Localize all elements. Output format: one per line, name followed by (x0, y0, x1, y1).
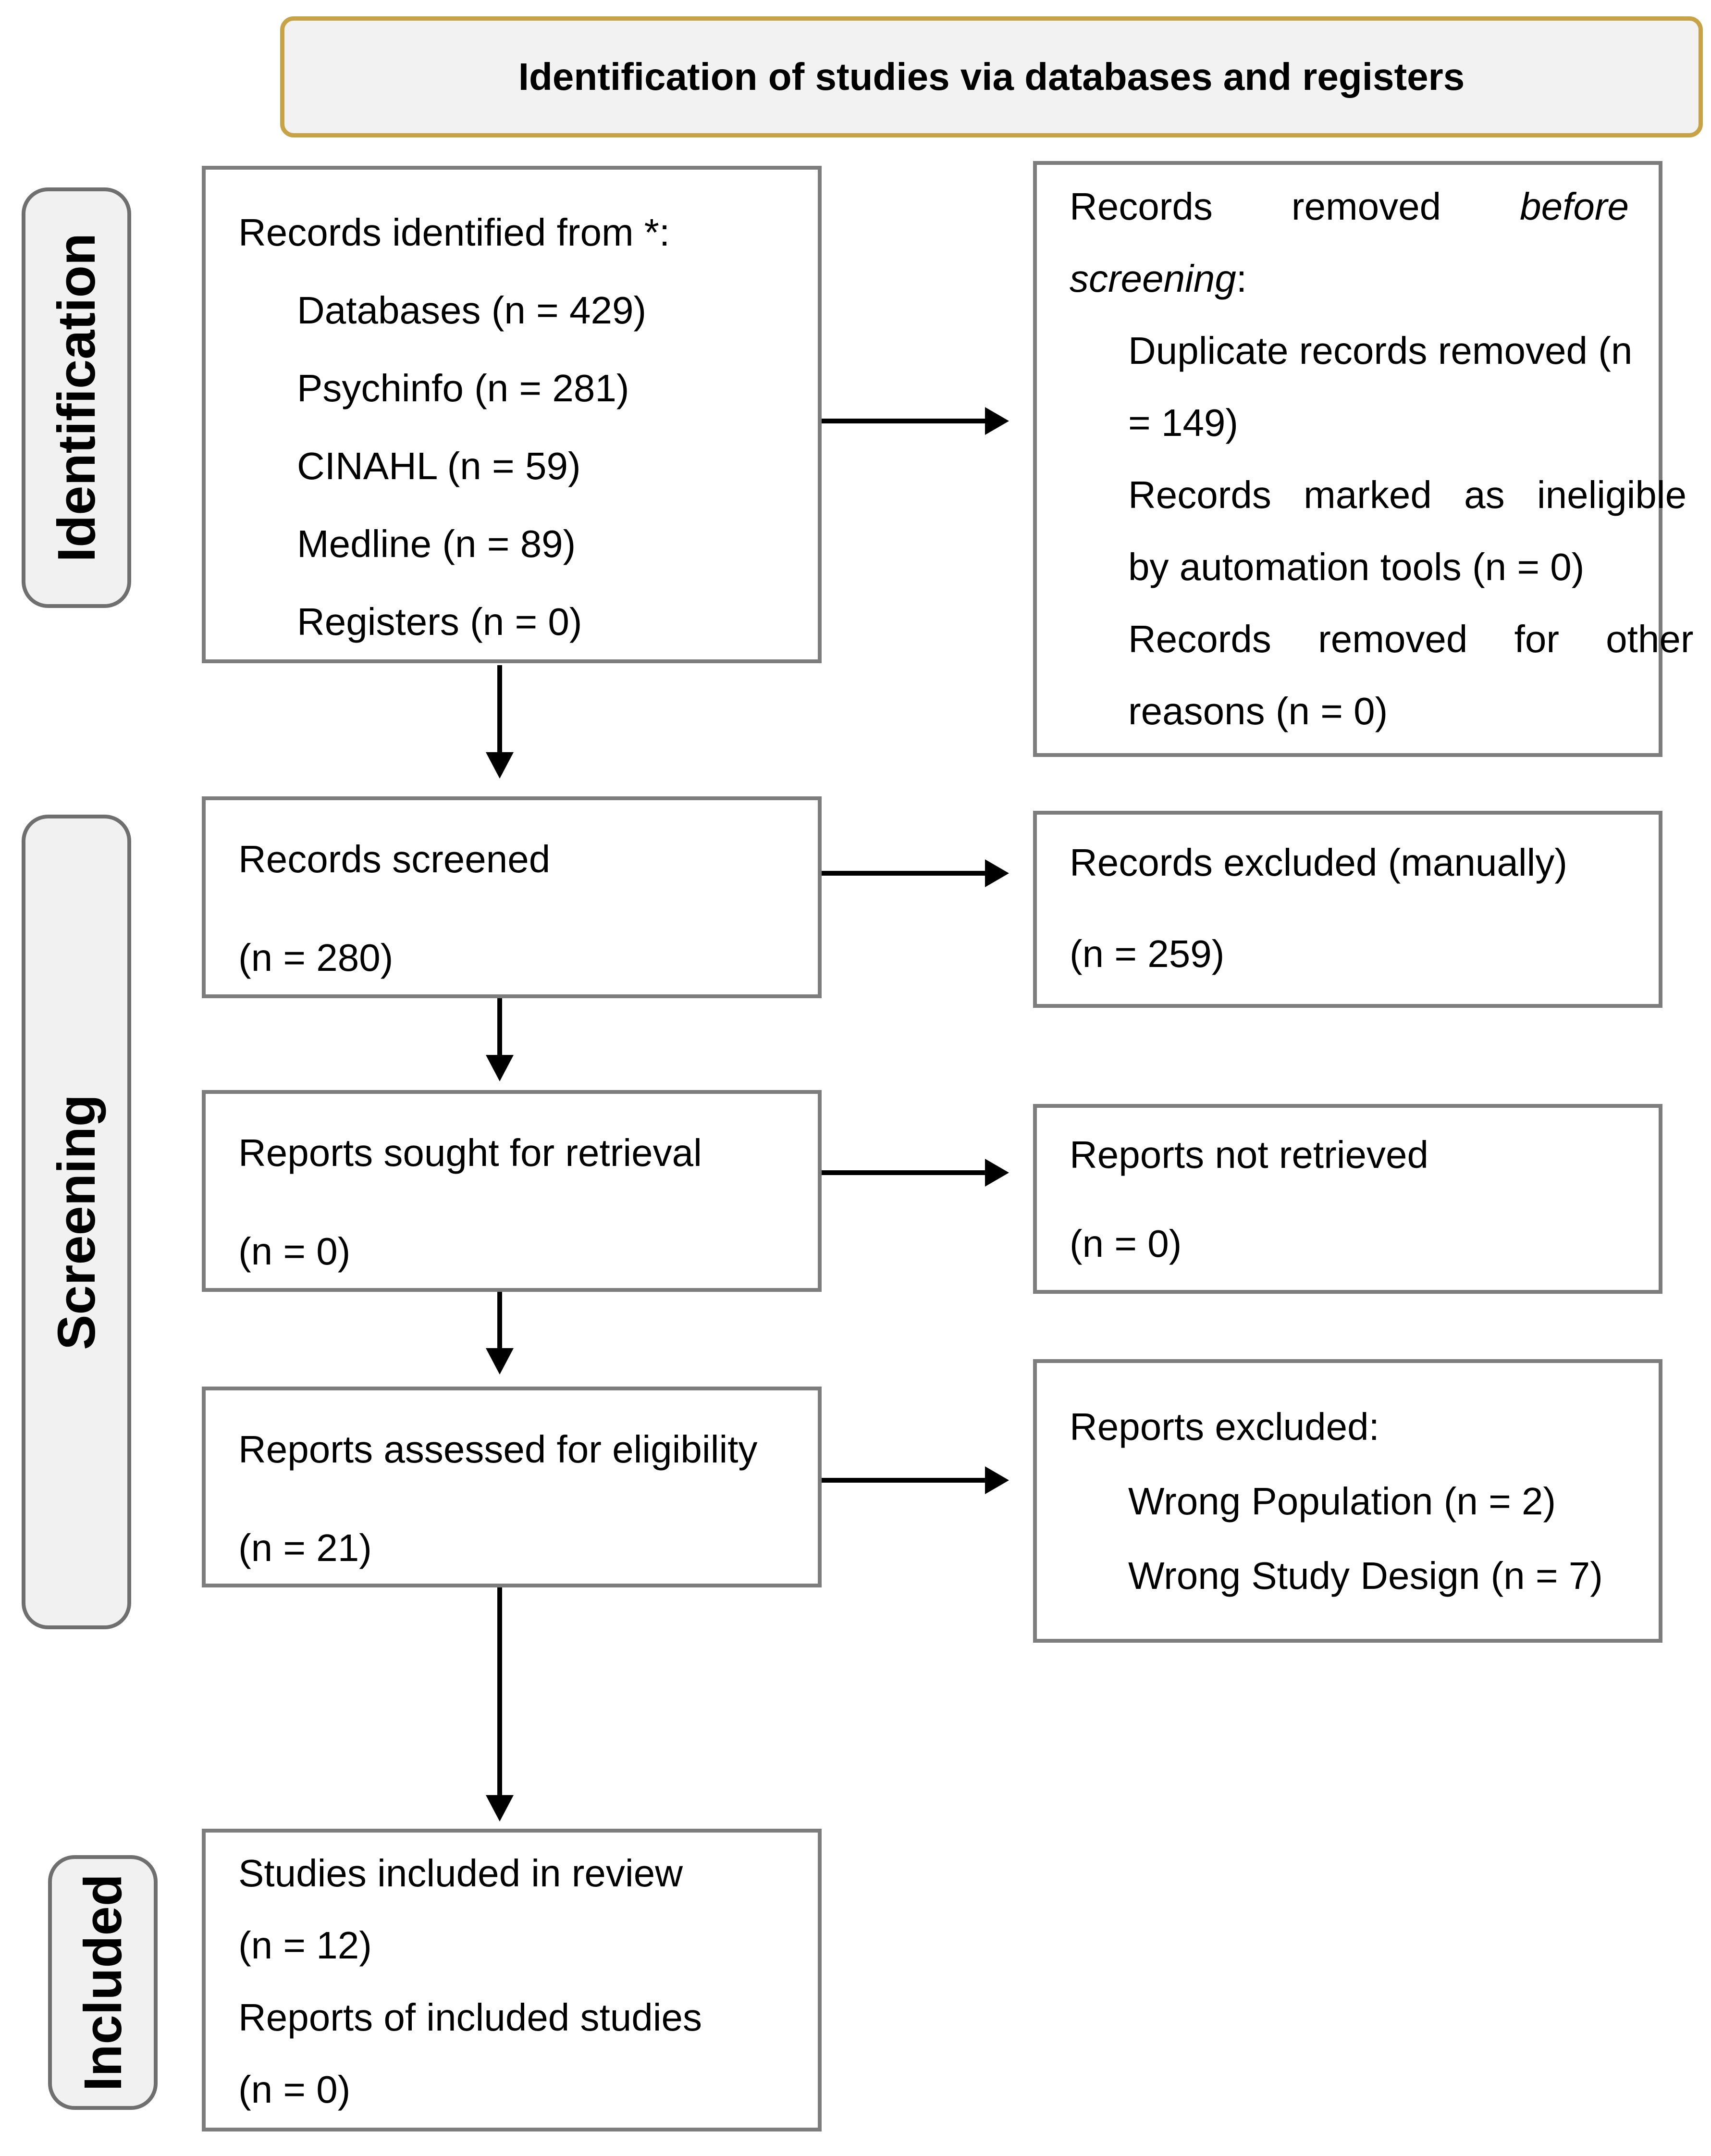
records-removed-item: Records marked as ineligible (1128, 473, 1687, 516)
records-removed-item: reasons (n = 0) (1128, 690, 1388, 732)
studies-included-line4: (n = 0) (238, 2068, 351, 2111)
records-excluded-line2: (n = 259) (1070, 932, 1225, 975)
records-identified-item: CINAHL (n = 59) (297, 445, 581, 487)
arrow-assessed-to-reports-excluded (822, 1466, 1009, 1494)
box-reports-assessed: Reports assessed for eligibility (n = 21… (202, 1387, 822, 1587)
reports-assessed-line2: (n = 21) (238, 1526, 372, 1569)
stage-label-screening: Screening (22, 815, 131, 1629)
box-records-excluded-manually: Records excluded (manually) (n = 259) (1033, 811, 1662, 1008)
records-identified-item: Medline (n = 89) (297, 522, 576, 565)
stage-label-included-text: Included (73, 1873, 133, 2092)
records-removed-line1: Records removed before (1070, 171, 1629, 243)
box-records-identified: Records identified from *: Databases (n … (202, 166, 822, 663)
studies-included-line1: Studies included in review (238, 1852, 683, 1895)
records-removed-word: removed (1291, 185, 1441, 228)
reports-assessed-line1: Reports assessed for eligibility (238, 1428, 758, 1471)
arrow-shaft (822, 419, 985, 423)
box-records-removed-before-screening: Records removed before screening: Duplic… (1033, 161, 1694, 757)
arrow-assessed-to-included (486, 1587, 514, 1821)
arrow-sought-to-not-retrieved (822, 1159, 1009, 1187)
records-removed-line2: screening: (1070, 243, 1629, 315)
arrow-shaft (497, 1587, 502, 1795)
arrow-head-right-icon (985, 1159, 1009, 1187)
records-removed-item: by automation tools (n = 0) (1128, 545, 1585, 588)
reports-sought-line2: (n = 0) (238, 1230, 351, 1273)
reports-excluded-item: Wrong Population (n = 2) (1128, 1480, 1556, 1523)
reports-excluded-heading: Reports excluded: (1070, 1405, 1379, 1448)
records-removed-item: Records removed for other (1128, 618, 1694, 660)
arrow-head-down-icon (486, 1795, 514, 1821)
box-records-screened: Records screened (n = 280) (202, 796, 822, 998)
arrow-shaft (497, 1292, 502, 1348)
arrow-shaft (822, 871, 985, 876)
arrow-head-right-icon (985, 407, 1009, 435)
records-removed-word-italic: before (1520, 185, 1629, 228)
records-removed-item: = 149) (1128, 401, 1239, 444)
records-identified-heading: Records identified from *: (238, 211, 670, 254)
arrow-shaft (822, 1478, 985, 1483)
records-identified-item: Psychinfo (n = 281) (297, 367, 629, 409)
stage-label-screening-text: Screening (47, 1094, 106, 1350)
arrow-screened-to-sought (486, 998, 514, 1081)
studies-included-line3: Reports of included studies (238, 1996, 702, 2039)
arrow-head-down-icon (486, 1055, 514, 1081)
arrow-head-down-icon (486, 752, 514, 779)
arrow-identified-to-screened (486, 665, 514, 779)
box-reports-excluded: Reports excluded: Wrong Population (n = … (1033, 1359, 1662, 1643)
reports-excluded-item: Wrong Study Design (n = 7) (1128, 1554, 1603, 1597)
arrow-shaft (497, 998, 502, 1055)
records-removed-colon: : (1236, 257, 1247, 300)
arrow-shaft (822, 1170, 985, 1175)
box-reports-not-retrieved: Reports not retrieved (n = 0) (1033, 1104, 1662, 1294)
stage-label-identification-text: Identification (47, 233, 106, 562)
records-removed-word: Records (1070, 185, 1213, 228)
reports-not-retrieved-line1: Reports not retrieved (1070, 1133, 1429, 1176)
stage-label-identification: Identification (22, 187, 131, 608)
arrow-head-right-icon (985, 1466, 1009, 1494)
arrow-head-down-icon (486, 1348, 514, 1375)
records-removed-item: Duplicate records removed (n (1128, 329, 1633, 372)
box-studies-included: Studies included in review (n = 12) Repo… (202, 1829, 822, 2131)
records-excluded-line1: Records excluded (manually) (1070, 841, 1568, 884)
records-identified-item: Databases (n = 429) (297, 289, 647, 332)
arrow-shaft (497, 665, 502, 752)
reports-not-retrieved-line2: (n = 0) (1070, 1222, 1182, 1265)
title-text: Identification of studies via databases … (518, 55, 1465, 98)
records-screened-line2: (n = 280) (238, 936, 394, 979)
arrow-sought-to-assessed (486, 1292, 514, 1375)
studies-included-line2: (n = 12) (238, 1924, 372, 1967)
arrow-head-right-icon (985, 859, 1009, 887)
records-screened-line1: Records screened (238, 838, 551, 880)
title-banner: Identification of studies via databases … (280, 16, 1703, 137)
reports-sought-line1: Reports sought for retrieval (238, 1131, 702, 1174)
records-removed-screening-italic: screening (1070, 257, 1236, 300)
stage-label-included: Included (48, 1855, 158, 2110)
arrow-screened-to-excluded (822, 859, 1009, 887)
records-identified-item: Registers (n = 0) (297, 600, 582, 643)
box-reports-sought: Reports sought for retrieval (n = 0) (202, 1090, 822, 1292)
arrow-identified-to-removed (822, 407, 1009, 435)
